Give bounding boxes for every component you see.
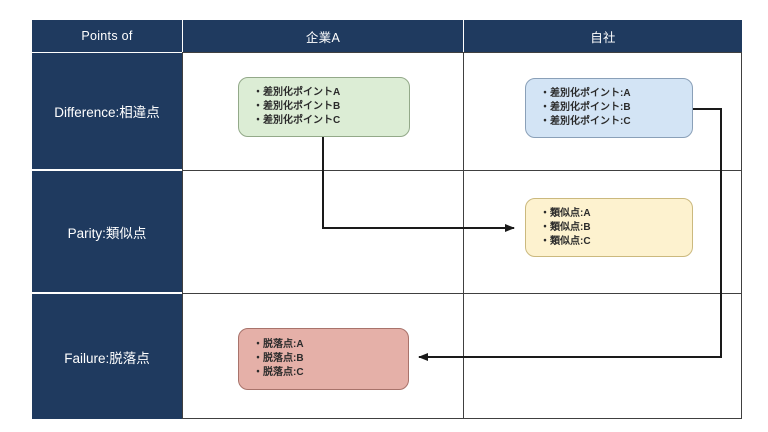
- list-item: ・差別化ポイントA: [253, 87, 341, 98]
- row-label-difference: Difference:相違点: [54, 105, 160, 120]
- difference-own-company-list: ・差別化ポイント:A ・差別化ポイント:B ・差別化ポイント:C: [526, 87, 639, 129]
- difference-company-a-list: ・差別化ポイントA ・差別化ポイントB ・差別化ポイントC: [239, 86, 348, 128]
- column-header-own-company: 自社: [464, 20, 742, 52]
- row-label-failure: Failure:脱落点: [64, 350, 150, 366]
- list-item: ・差別化ポイント:A: [540, 88, 631, 99]
- list-item: ・類似点:C: [540, 235, 591, 247]
- row-header-failure: Failure:脱落点: [32, 294, 182, 419]
- difference-company-a-box: ・差別化ポイントA ・差別化ポイントB ・差別化ポイントC: [238, 77, 410, 137]
- column-label-company-a: 企業A: [305, 30, 341, 45]
- content-grid-frame: [182, 52, 742, 419]
- row-header-parity: Parity:類似点: [32, 171, 182, 292]
- list-item: ・類似点:B: [540, 221, 591, 233]
- failure-company-a-box: ・脱落点:A ・脱落点:B ・脱落点:C: [238, 328, 409, 390]
- list-item: ・脱落点:A: [253, 339, 304, 350]
- difference-own-company-box: ・差別化ポイント:A ・差別化ポイント:B ・差別化ポイント:C: [525, 78, 693, 138]
- row-label-parity: Parity:類似点: [67, 225, 147, 241]
- corner-header-cell: Points of: [32, 20, 182, 52]
- list-item: ・差別化ポイント:B: [540, 102, 631, 113]
- list-item: ・脱落点:C: [253, 367, 304, 378]
- corner-header-label: Points of: [81, 29, 133, 43]
- grid-row-line-2: [182, 293, 742, 294]
- failure-company-a-list: ・脱落点:A ・脱落点:B ・脱落点:C: [239, 338, 312, 380]
- grid-vertical-line: [463, 52, 464, 419]
- row-header-difference: Difference:相違点: [32, 53, 182, 169]
- list-item: ・差別化ポイントC: [253, 115, 341, 126]
- grid-row-line-1: [182, 170, 742, 171]
- column-label-own-company: 自社: [590, 30, 616, 45]
- list-item: ・類似点:A: [540, 207, 591, 219]
- list-item: ・差別化ポイントB: [253, 101, 341, 112]
- parity-own-company-list: ・類似点:A ・類似点:B ・類似点:C: [526, 207, 599, 249]
- parity-own-company-box: ・類似点:A ・類似点:B ・類似点:C: [525, 198, 693, 257]
- list-item: ・脱落点:B: [253, 353, 304, 364]
- column-header-company-a: 企業A: [183, 20, 463, 52]
- list-item: ・差別化ポイント:C: [540, 116, 631, 127]
